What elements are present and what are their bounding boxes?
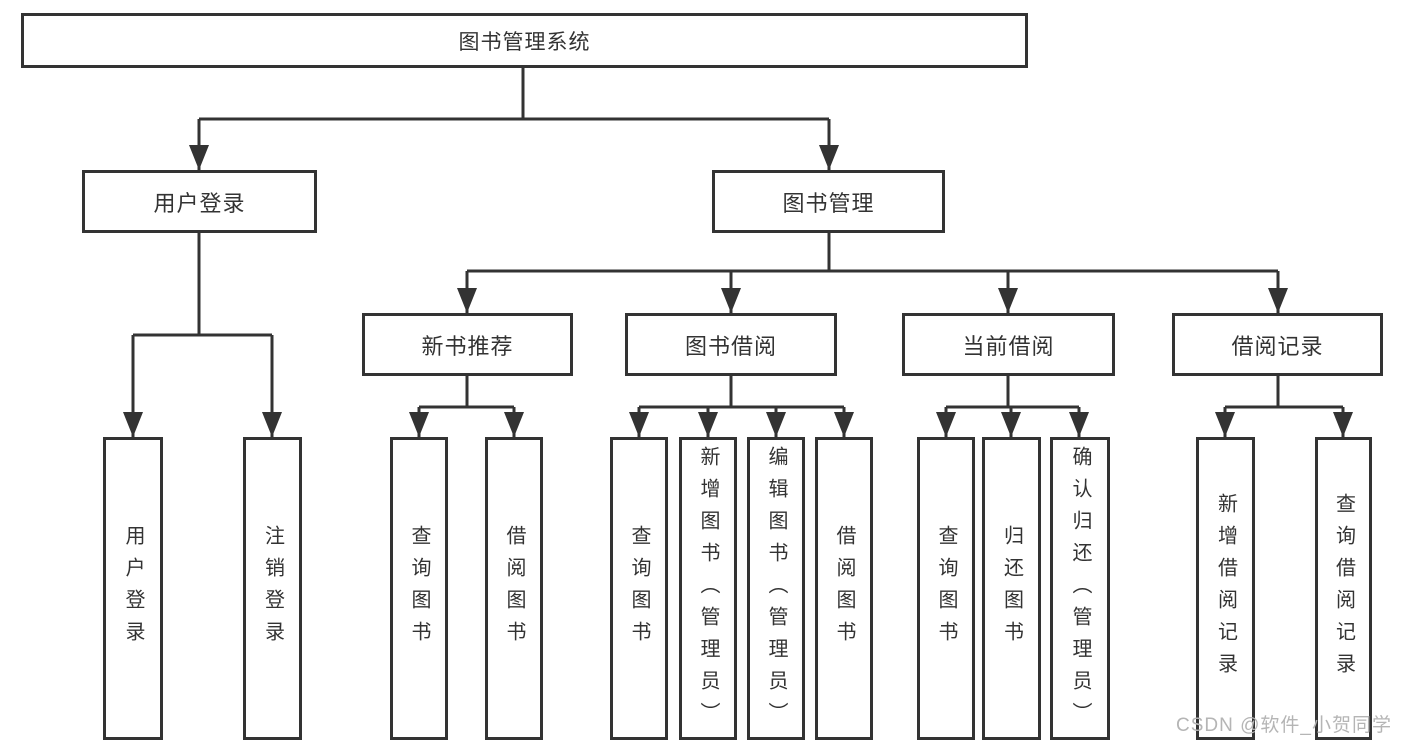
node-leaf-logout: 注销登录 [243,437,302,740]
node-leaf-add-borrow-record: 新增借阅记录 [1196,437,1255,740]
node-leaf-confirm-return-admin: 确认归还（管理员） [1050,437,1110,740]
node-leaf-query-borrow-record: 查询借阅记录 [1315,437,1372,740]
node-current-borrowing: 当前借阅 [902,313,1115,376]
node-leaf-add-book-admin: 新增图书（管理员） [679,437,737,740]
node-leaf-return-book: 归还图书 [982,437,1041,740]
node-book-borrowing: 图书借阅 [625,313,837,376]
node-user-login: 用户登录 [82,170,317,233]
node-leaf-query-books-recommend: 查询图书 [390,437,448,740]
node-leaf-edit-book-admin: 编辑图书（管理员） [747,437,805,740]
node-leaf-borrow-books: 借阅图书 [815,437,873,740]
csdn-watermark: CSDN @软件_小贺同学 [1176,715,1392,736]
node-book-management: 图书管理 [712,170,945,233]
node-library-management-system: 图书管理系统 [21,13,1028,68]
node-leaf-query-books-borrowing: 查询图书 [610,437,668,740]
node-borrowing-records: 借阅记录 [1172,313,1383,376]
node-leaf-borrow-books-recommend: 借阅图书 [485,437,543,740]
node-leaf-user-login: 用户登录 [103,437,163,740]
node-new-book-recommendation: 新书推荐 [362,313,573,376]
node-leaf-query-books-current: 查询图书 [917,437,975,740]
